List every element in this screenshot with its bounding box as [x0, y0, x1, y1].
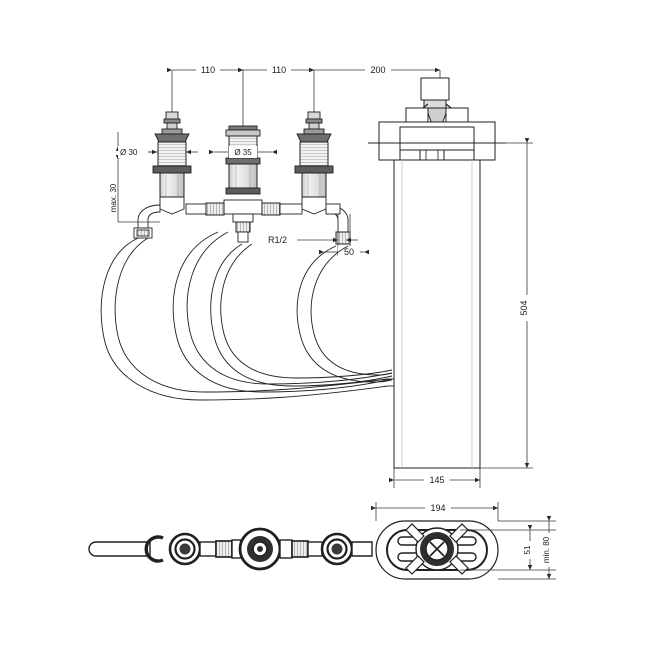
dim-label-145: 145 — [429, 475, 444, 485]
spout-body — [368, 77, 506, 469]
dim-label-504: 504 — [519, 300, 529, 315]
dim-labels-51-min80: 51 min. 80 — [523, 533, 555, 567]
dim-label-min-80: min. 80 — [542, 536, 551, 563]
plan-view-assembly — [88, 527, 373, 571]
dim-label-r-half: R1/2 — [268, 235, 287, 245]
dim-label-110-a: 110 — [201, 65, 215, 75]
dim-label-51: 51 — [523, 545, 532, 554]
dim-label-194: 194 — [430, 503, 445, 513]
dim-label-50: 50 — [344, 247, 354, 257]
dim-label-group-194: 194 — [425, 501, 451, 514]
dim-label-200: 200 — [370, 65, 385, 75]
dim-labels-left: Ø 30 max. 30 — [109, 146, 148, 212]
dim-label-group-dia-35: Ø 35 — [229, 146, 257, 158]
dim-label-dia-35: Ø 35 — [234, 148, 252, 157]
valve-left — [133, 111, 192, 239]
top-dimension-labels: 110 110 200 — [196, 63, 391, 76]
dim-label-110-b: 110 — [272, 65, 286, 75]
spout-column — [393, 159, 481, 469]
valve-center — [223, 125, 263, 243]
connecting-pipe-run — [185, 202, 341, 216]
dim-label-max-30: max. 30 — [109, 183, 118, 212]
spout-handle-cap — [420, 77, 450, 101]
dim-label-group-145: 145 — [424, 473, 450, 486]
dim-label-group-504: 504 — [519, 295, 534, 321]
plan-view-spout-plate — [375, 520, 499, 580]
dim-label-dia-30: Ø 30 — [120, 148, 138, 157]
flex-hose-loops — [100, 231, 394, 401]
